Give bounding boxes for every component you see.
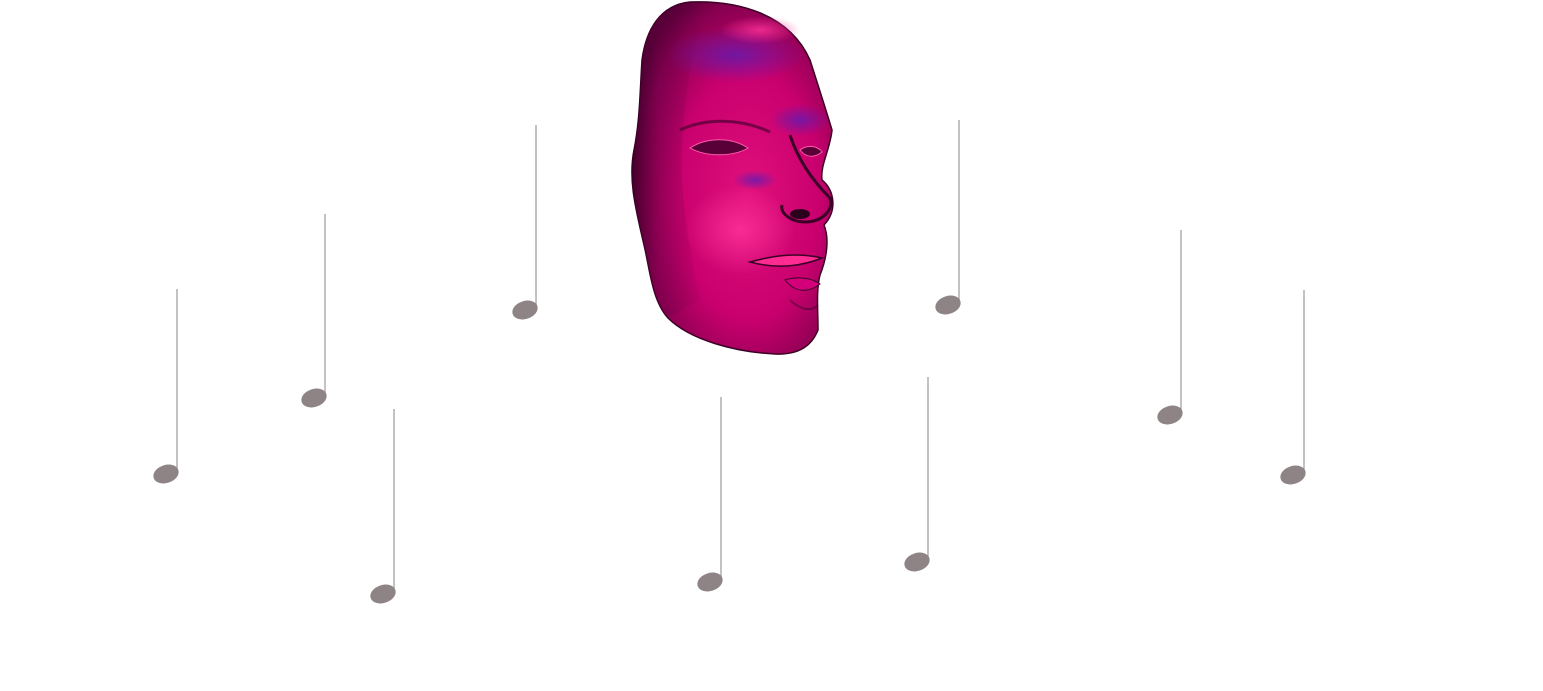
right-eye (799, 145, 823, 157)
note-marker (301, 214, 327, 408)
note-marker (904, 377, 930, 572)
note-marker (512, 125, 538, 320)
note-marker (1157, 230, 1183, 425)
nostril (790, 209, 810, 219)
note-marker (370, 409, 396, 604)
face-mask (631, 1, 834, 355)
note-marker (697, 397, 723, 592)
forehead-highlight (720, 16, 800, 44)
face-left-shade (631, 2, 710, 318)
lower-lip (784, 277, 821, 291)
cheek-highlight (685, 185, 795, 275)
upper-lip (747, 254, 825, 267)
note-marker (935, 120, 961, 315)
note-marker (153, 289, 179, 484)
left-brow (679, 119, 771, 134)
note-markers (153, 120, 1306, 604)
nose (780, 134, 833, 224)
brow-blue-tint (770, 104, 830, 136)
cheek-blue-tint (733, 170, 777, 190)
chin-line (789, 299, 819, 311)
left-eye (689, 139, 749, 156)
note-marker (1280, 290, 1306, 485)
